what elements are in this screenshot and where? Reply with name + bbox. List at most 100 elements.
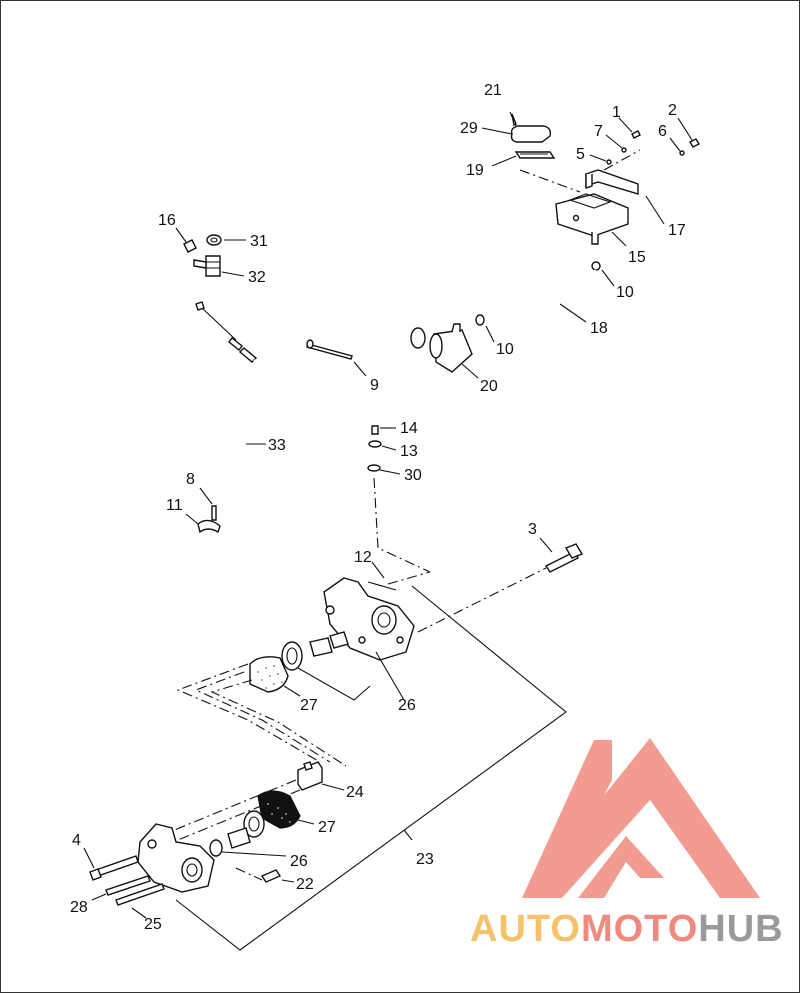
part-20-nipple (451, 323, 461, 333)
part-7-washer (621, 147, 627, 153)
part-27-pad-upper (249, 656, 289, 693)
master-cylinder-group (481, 111, 700, 247)
watermark-triangle-outer (522, 738, 760, 898)
leader-27-lower (297, 819, 315, 825)
leader-13 (381, 445, 397, 451)
leader-32 (221, 271, 245, 277)
leader-16 (175, 227, 187, 243)
callout-18: 18 (590, 320, 608, 337)
part-28-pin (105, 875, 151, 896)
part-26-oring-lower (209, 839, 223, 857)
callout-4: 4 (72, 832, 81, 849)
callout-32: 32 (248, 269, 266, 286)
leader-26-lower (221, 851, 287, 857)
part-32-switch-body (193, 259, 207, 269)
dash-3 (417, 567, 547, 633)
callout-25: 25 (144, 916, 162, 933)
part-9-pin (306, 343, 353, 360)
leader-9 (353, 361, 367, 377)
callout-11: 11 (166, 497, 183, 514)
leader-25 (131, 907, 147, 919)
part-23-outline (175, 585, 567, 951)
leader-11 (185, 513, 199, 525)
leader-27-upper (283, 685, 301, 697)
part-26-piston-lower-1 (227, 827, 251, 849)
callout-13: 13 (400, 443, 418, 460)
part-17-bracket (585, 169, 639, 195)
lower-caliper-group (83, 761, 345, 919)
part-6-washer (679, 150, 685, 156)
part-33-cable-fitting-2 (238, 347, 258, 363)
callout-5: 5 (576, 146, 585, 163)
part-17-bracket-tab (585, 174, 593, 189)
part-3-bolt-head (564, 543, 584, 559)
callout-7: 7 (594, 123, 603, 140)
part-13-washer (368, 440, 382, 448)
part-1-screw (631, 130, 641, 139)
part-24-bracket (297, 761, 323, 791)
part-33-cable-inner (230, 358, 308, 495)
dash-1-17 (603, 149, 641, 171)
leader-8 (199, 487, 213, 505)
part-3-bolt (544, 551, 580, 573)
leader-4 (83, 847, 95, 869)
callout-14: 14 (400, 420, 418, 437)
part-caliper-upper-bore (371, 605, 397, 635)
part-30-washer (367, 464, 381, 472)
callout-30: 30 (404, 467, 422, 484)
part-26-seal-upper-inner (286, 647, 298, 665)
switch-group (175, 227, 246, 277)
part-26-piston-upper-1 (309, 637, 333, 657)
leader-30 (379, 469, 401, 475)
leader-26-upper-b (375, 651, 405, 701)
dash-22 (235, 867, 263, 881)
part-22-bleeder (260, 869, 282, 883)
part-brake-line-outer (295, 445, 375, 542)
cable-group (195, 301, 308, 495)
part-15-port (572, 214, 580, 222)
leader-10-upper (601, 269, 615, 287)
callout-12: 12 (354, 549, 372, 566)
callout-9: 9 (370, 377, 379, 394)
dash-12 (387, 571, 431, 585)
part-caliper-lower-bore-inner (186, 863, 198, 877)
part-27-pad-lower (257, 790, 301, 829)
clamp-group (185, 487, 221, 534)
dash-19-15 (519, 169, 581, 193)
watermark-auto: AUTO (470, 908, 581, 950)
callout-2: 2 (668, 102, 677, 119)
part-caliper-lower-hole (147, 839, 157, 849)
watermark-text: AUTOMOTOHUB (470, 908, 784, 951)
leader-7 (605, 134, 623, 149)
part-20-elbow-end (429, 333, 443, 359)
part-33-cable-fitting-1 (228, 337, 243, 351)
watermark-triangle-left (522, 740, 612, 898)
dash-guide-1 (176, 663, 321, 763)
part-26-seal-lower (243, 810, 265, 838)
leader-2 (677, 117, 693, 141)
leader-24 (321, 783, 345, 791)
part-20-oring (410, 327, 426, 349)
watermark-logo (522, 738, 760, 898)
leader-12 (371, 561, 385, 579)
leader-6 (669, 137, 681, 152)
callout-17: 17 (668, 222, 686, 239)
part-brake-line-inner (295, 444, 375, 543)
part-9-pin-head (306, 339, 314, 349)
pin-group (306, 339, 367, 377)
part-caliper-upper-hole-2 (396, 636, 404, 644)
part-5-washer (606, 159, 612, 165)
part-29-cover (510, 125, 552, 143)
callout-33: 33 (268, 437, 286, 454)
part-2-screw (689, 138, 700, 148)
leader-19 (491, 155, 517, 167)
dash-30-caliper (373, 477, 431, 573)
part-caliper-upper-bore-inner (377, 612, 391, 628)
leader-22 (281, 879, 295, 883)
leader-15 (611, 231, 627, 247)
callout-24: 24 (346, 784, 364, 801)
brake-line-group (295, 425, 431, 573)
part-10-clamp-lower (475, 314, 485, 326)
callout-26-lower: 26 (290, 853, 308, 870)
